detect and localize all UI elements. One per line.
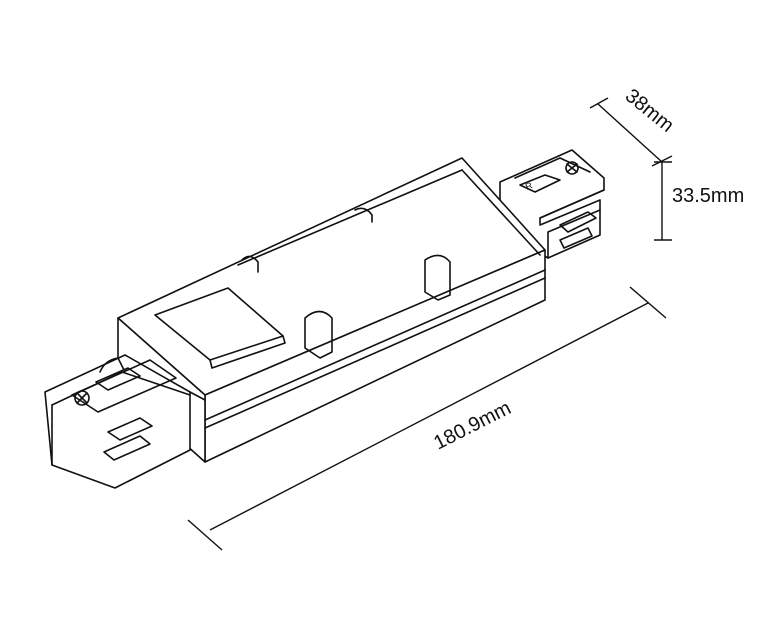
left-end-connector bbox=[44, 354, 206, 489]
width-label: 38mm bbox=[621, 85, 678, 137]
height-label: 33.5mm bbox=[672, 185, 744, 207]
terminal-marking-letter: R bbox=[524, 180, 534, 192]
length-label: 180.9mm bbox=[430, 397, 514, 454]
dimension-width: 38mm bbox=[589, 85, 678, 167]
dimension-height: 33.5mm bbox=[654, 161, 744, 241]
